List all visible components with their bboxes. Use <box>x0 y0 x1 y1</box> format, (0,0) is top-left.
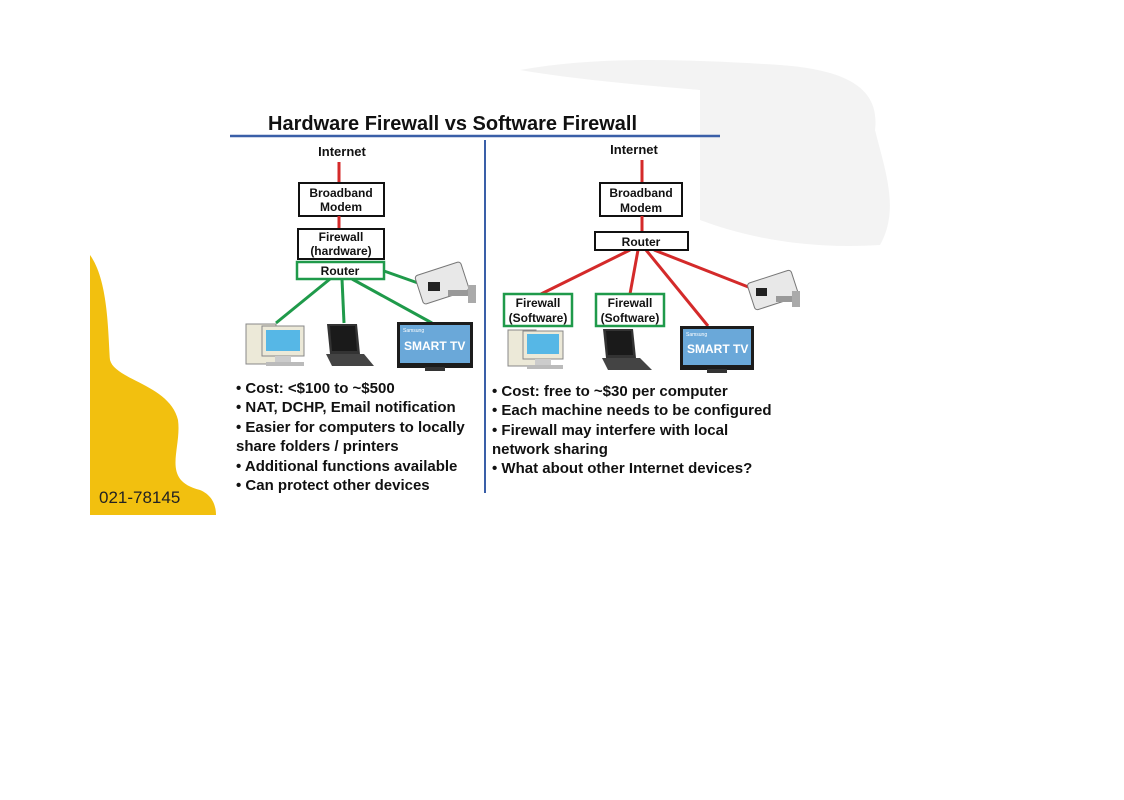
hw-link-router-tv <box>351 277 433 325</box>
sw-tv-label: SMART TV <box>687 342 748 356</box>
sw-smart-tv-icon: Samsung SMART TV <box>680 326 754 373</box>
hw-smart-tv-icon: Samsung SMART TV <box>397 322 473 371</box>
yellow-blob <box>90 255 216 515</box>
sw-bullet-1: • Cost: free to ~$30 per computer <box>492 383 728 400</box>
sw-fw1-line1: Firewall <box>516 296 561 310</box>
hw-bullet-2: • NAT, DCHP, Email notification <box>236 399 456 416</box>
hw-bullet-1: • Cost: <$100 to ~$500 <box>236 380 395 397</box>
sw-modem-line1: Broadband <box>609 186 672 200</box>
sw-fw2-line1: Firewall <box>608 296 653 310</box>
hw-firewall-line2: (hardware) <box>310 244 371 258</box>
sw-laptop-icon <box>602 329 652 370</box>
hw-firewall-box <box>297 228 385 260</box>
sw-firewall-box-1 <box>502 292 574 328</box>
hw-desktop-pc-icon <box>245 323 305 366</box>
sw-modem-line2: Modem <box>620 201 662 215</box>
sw-link-router-tv <box>644 249 710 327</box>
hardware-side: Internet Broadband Modem Firewall (hardw… <box>236 144 476 494</box>
hw-tv-brand: Samsung <box>403 328 424 334</box>
sw-bullet-5: • What about other Internet devices? <box>492 460 752 477</box>
hw-tv-label: SMART TV <box>404 339 465 353</box>
hw-internet-label: Internet <box>318 144 366 159</box>
sw-camera-icon <box>747 269 800 311</box>
hw-camera-icon <box>414 261 476 305</box>
sw-desktop-pc-icon <box>507 329 564 369</box>
background-cloud <box>520 60 890 246</box>
hw-laptop-icon <box>326 324 374 366</box>
sw-internet-label: Internet <box>610 142 658 157</box>
software-side: Internet Broadband Modem Router Firewall… <box>492 142 800 477</box>
sw-bullet-4: network sharing <box>492 441 608 458</box>
sw-firewall-box-2 <box>594 292 666 328</box>
sw-bullet-2: • Each machine needs to be configured <box>492 402 771 419</box>
sw-link-router-camera <box>653 248 757 292</box>
hw-modem-box <box>298 182 385 217</box>
hw-link-router-laptop <box>340 278 346 324</box>
hw-modem-line2: Modem <box>320 200 362 214</box>
sw-router-box <box>594 231 689 251</box>
hw-modem-line1: Broadband <box>309 186 372 200</box>
sw-fw1-line2: (Software) <box>509 311 568 325</box>
hw-router-label: Router <box>321 264 360 278</box>
sw-modem-box <box>599 182 683 217</box>
hw-bullet-3: • Easier for computers to locally <box>236 419 465 436</box>
hw-firewall-line1: Firewall <box>319 230 364 244</box>
hw-link-router-pc <box>275 277 331 325</box>
diagram-title: Hardware Firewall vs Software Firewall <box>268 113 637 135</box>
phone-number: 021-78145 <box>99 488 180 507</box>
hw-bullet-5: • Additional functions available <box>236 458 457 475</box>
sw-link-router-fw2 <box>628 249 640 295</box>
sw-router-label: Router <box>622 235 661 249</box>
sw-bullet-3: • Firewall may interfere with local <box>492 422 728 439</box>
sw-tv-brand: Samsung <box>686 332 707 338</box>
hw-bullet-6: • Can protect other devices <box>236 477 430 494</box>
hw-router-box <box>295 260 386 281</box>
hw-bullet-4: share folders / printers <box>236 438 399 455</box>
hw-link-router-camera <box>383 269 419 285</box>
sw-fw2-line2: (Software) <box>601 311 660 325</box>
sw-link-router-fw1 <box>540 248 631 296</box>
